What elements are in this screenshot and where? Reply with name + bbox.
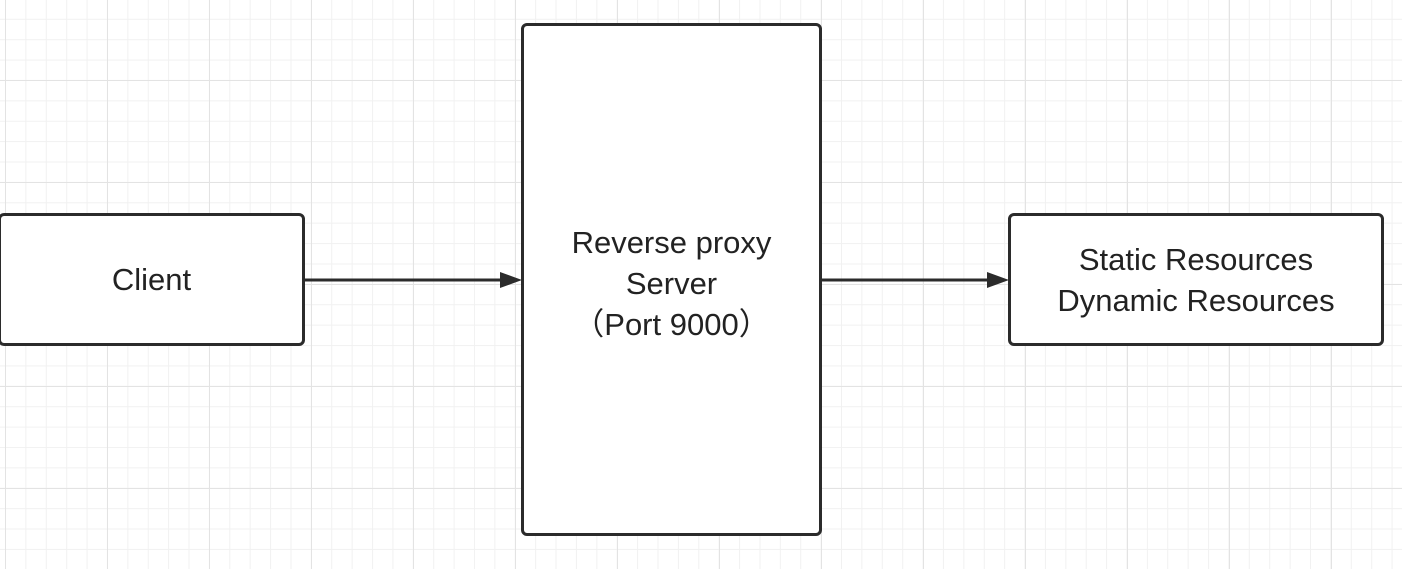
resources-label-line-2: Dynamic Resources	[1057, 282, 1335, 318]
client-node[interactable]: Client	[0, 213, 305, 346]
proxy-label-line-3: （Port 9000）	[573, 307, 770, 342]
edge-client-to-proxy-arrowhead	[500, 272, 522, 288]
resources-node-label: Static Resources Dynamic Resources	[1057, 239, 1334, 321]
client-node-label: Client	[111, 262, 192, 297]
edge-proxy-to-resources-arrowhead	[987, 272, 1009, 288]
reverse-proxy-server-node[interactable]: Reverse proxy Server （Port 9000）	[521, 23, 822, 536]
resources-node[interactable]: Static Resources Dynamic Resources	[1008, 213, 1384, 346]
proxy-label-line-2: Server	[625, 266, 718, 301]
resources-label-line-1: Static Resources	[1078, 241, 1314, 277]
proxy-label-line-1: Reverse proxy	[571, 225, 772, 260]
reverse-proxy-server-label: Reverse proxy Server （Port 9000）	[572, 222, 772, 345]
